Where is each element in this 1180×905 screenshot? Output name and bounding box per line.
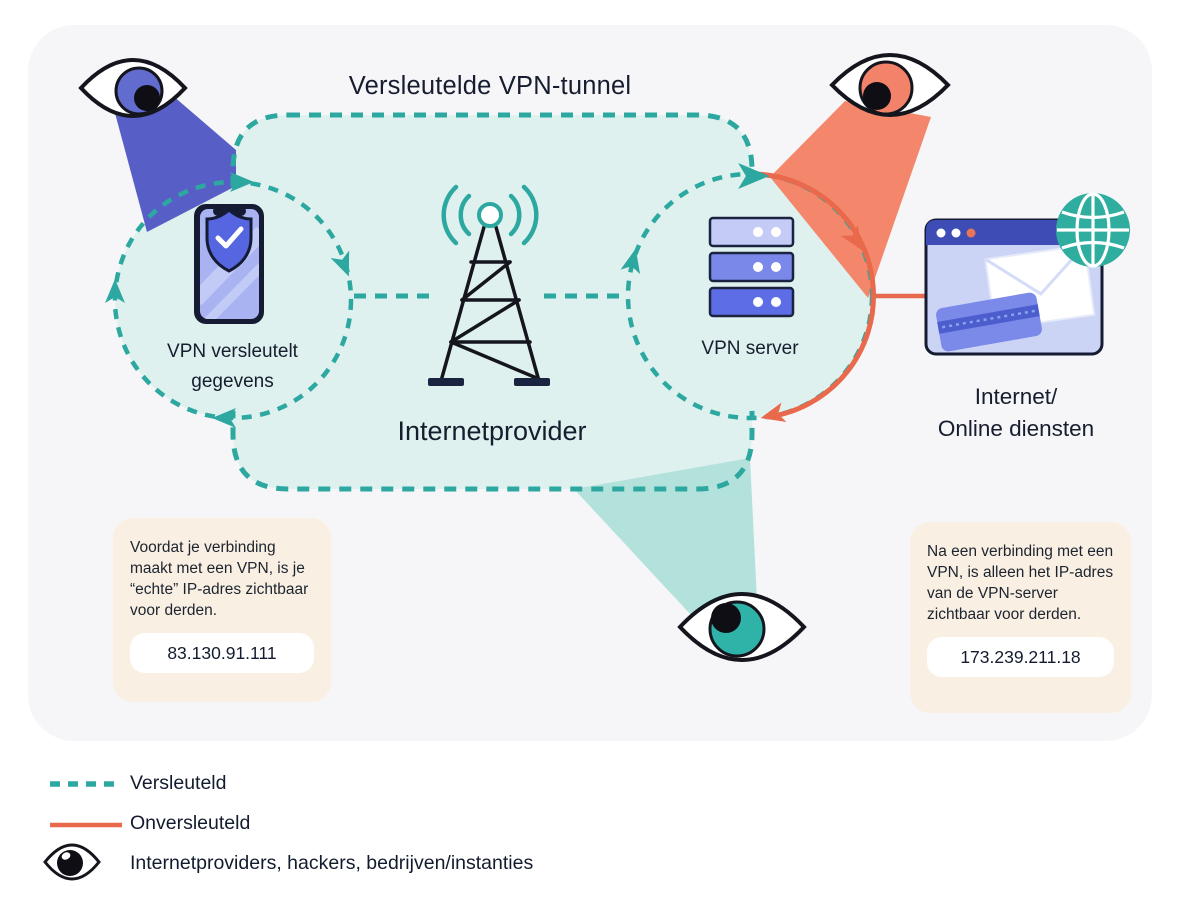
orange-observer-beam: [770, 101, 931, 298]
phone-shield-icon: [194, 204, 264, 324]
radio-waves-icon: [441, 184, 539, 246]
real-ip-address: 83.130.91.111: [130, 633, 314, 674]
callout-after-text: Na een verbinding met een VPN, is alleen…: [927, 543, 1114, 624]
legend: Versleuteld Onversleuteld Internetprovid…: [48, 763, 1048, 883]
observer-eye-purple-icon: [78, 58, 188, 118]
server-node-label: VPN server: [701, 338, 799, 359]
callout-after-vpn: Na een verbinding met een VPN, is alleen…: [910, 522, 1131, 713]
observer-eye-teal-icon: [677, 592, 807, 662]
callout-before-vpn: Voordat je verbinding maakt met een VPN,…: [113, 518, 331, 702]
vpn-tunnel-border: [230, 112, 755, 492]
browser-dots-icon: [936, 228, 976, 238]
diagram-title: Versleutelde VPN-tunnel: [348, 72, 632, 100]
teal-observer-beam: [574, 458, 757, 615]
callout-before-text: Voordat je verbinding maakt met een VPN,…: [130, 539, 309, 620]
server-circle-unencrypted-arc: [749, 171, 876, 420]
vpn-ip-address: 173.239.211.18: [927, 637, 1114, 678]
legend-row-encrypted: Versleuteld: [48, 763, 1048, 803]
server-stack-icon: [708, 216, 795, 318]
internet-node-label: Internet/ Online diensten: [937, 384, 1095, 441]
observer-eye-orange-icon: [829, 53, 951, 117]
radio-tower-icon: [428, 184, 550, 386]
legend-row-observers: Internetproviders, hackers, bedrijven/in…: [48, 843, 1048, 883]
purple-observer-beam: [112, 95, 236, 232]
observer-eye-icon: [43, 843, 101, 881]
browser-window-icon: [924, 218, 1104, 356]
legend-row-unencrypted: Onversleuteld: [48, 803, 1048, 843]
phone-node-label: VPN versleutelt gegevens: [167, 341, 298, 392]
legend-label-observers: Internetproviders, hackers, bedrijven/in…: [130, 851, 534, 874]
credit-card-icon: [936, 292, 1042, 352]
globe-icon: [1056, 192, 1130, 268]
legend-label-encrypted: Versleuteld: [130, 771, 227, 794]
phone-circle: [112, 179, 354, 421]
provider-node-label: Internetprovider: [397, 416, 587, 446]
legend-label-unencrypted: Onversleuteld: [130, 811, 251, 834]
